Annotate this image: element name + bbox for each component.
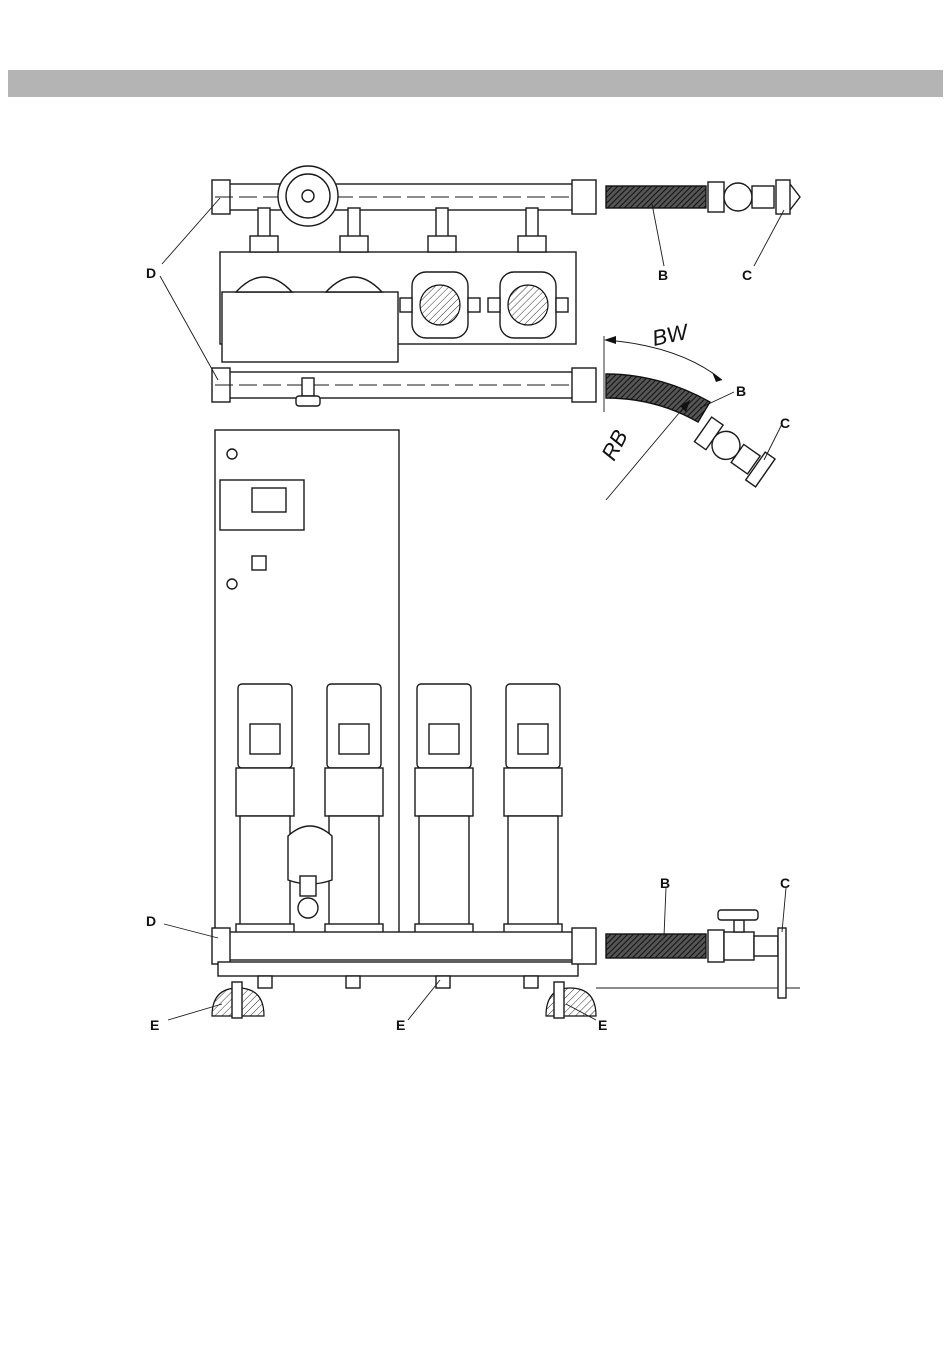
hose-bent <box>606 374 710 422</box>
union-top <box>572 180 596 214</box>
dimension-bw: BW <box>650 319 692 351</box>
label-c-bent: C <box>780 415 790 431</box>
union-bottom <box>572 368 596 402</box>
label-b-bent: B <box>736 383 746 399</box>
ball-valve-front <box>724 932 754 960</box>
pump-motor-top-3 <box>400 272 480 338</box>
main-switch-icon <box>252 556 266 570</box>
pump-2 <box>325 684 383 934</box>
pressure-vessel <box>288 826 332 884</box>
front-view <box>212 430 800 1018</box>
indicator-light-2 <box>227 579 237 589</box>
pump-motor-top-4 <box>488 272 568 338</box>
label-c-front: C <box>780 875 790 891</box>
label-e-middle: E <box>396 1017 405 1033</box>
union-front <box>572 928 596 964</box>
ball-valve-top <box>724 183 752 211</box>
label-e-left: E <box>150 1017 159 1033</box>
dimension-rb: RB <box>596 426 632 465</box>
hose-front <box>606 934 706 958</box>
label-d-front: D <box>146 913 156 929</box>
label-b-front: B <box>660 875 670 891</box>
hose-top-straight <box>606 186 706 208</box>
label-b-top: B <box>658 267 668 283</box>
pump-4 <box>504 684 562 934</box>
ball-valve-bent <box>693 415 775 486</box>
control-box-top <box>222 292 398 362</box>
label-c-top: C <box>742 267 752 283</box>
label-e-right: E <box>598 1017 607 1033</box>
base-manifold <box>215 932 575 960</box>
indicator-light-1 <box>227 449 237 459</box>
pump-1 <box>236 684 294 934</box>
pump-3 <box>415 684 473 934</box>
label-d-top: D <box>146 265 156 281</box>
base-frame <box>218 962 578 976</box>
